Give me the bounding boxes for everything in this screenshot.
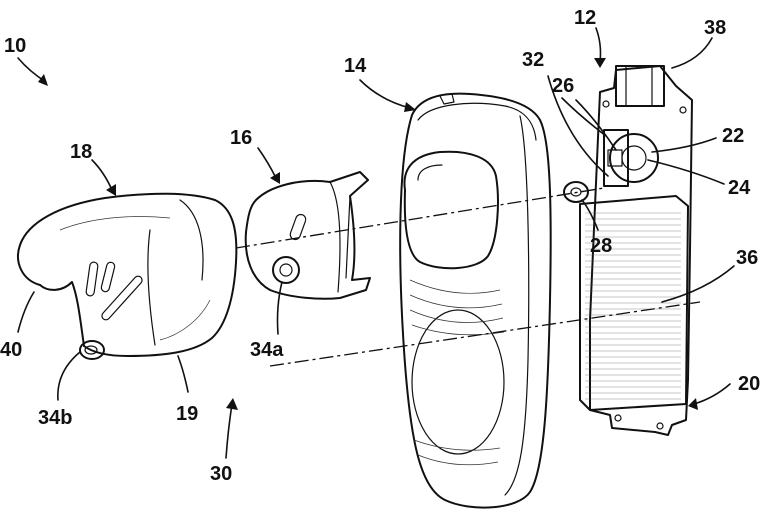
ref-32: 32 <box>522 49 544 71</box>
ref-10: 10 <box>4 35 26 57</box>
port-34a <box>273 257 299 283</box>
adapter-component-16 <box>246 172 370 299</box>
lens-22 <box>610 134 658 182</box>
connector-38 <box>616 66 664 106</box>
ref-38: 38 <box>704 17 726 39</box>
ref-40: 40 <box>0 339 22 361</box>
ref-14: 14 <box>344 55 367 77</box>
ref-36: 36 <box>736 247 758 269</box>
ref-18: 18 <box>70 141 92 163</box>
lower-oval-recess <box>412 310 504 454</box>
ref-28: 28 <box>590 235 612 257</box>
ref-26: 26 <box>552 75 574 97</box>
ref-12: 12 <box>574 7 596 29</box>
ref-24: 24 <box>728 177 751 199</box>
ref-30: 30 <box>210 463 232 485</box>
ref-22: 22 <box>722 125 744 147</box>
electronics-module-12 <box>564 66 692 435</box>
cap-component-18 <box>18 194 236 359</box>
ref-16: 16 <box>230 127 252 149</box>
ref-34a: 34a <box>250 339 284 361</box>
vent-slots <box>86 261 144 321</box>
ref-19: 19 <box>176 403 198 425</box>
ref-34b: 34b <box>38 407 72 429</box>
housing-component-14 <box>400 94 551 508</box>
ref-20: 20 <box>738 373 760 395</box>
window-opening <box>404 152 497 269</box>
